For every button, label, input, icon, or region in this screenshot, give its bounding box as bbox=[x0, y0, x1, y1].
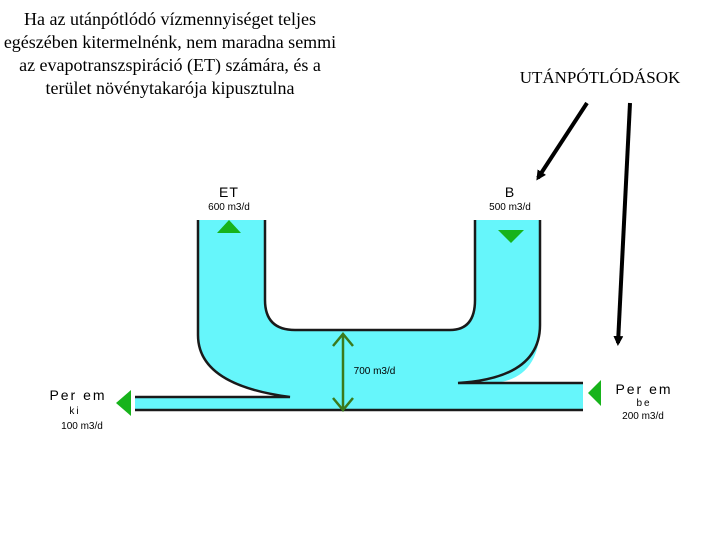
center-flow-value: 700 m3/d bbox=[347, 366, 402, 377]
et-value: 600 m3/d bbox=[194, 202, 264, 213]
perem-be-value: 200 m3/d bbox=[608, 411, 678, 422]
perem-be-left-triangle bbox=[588, 380, 601, 406]
perem-ki-label: Per em bbox=[38, 387, 118, 403]
perem-ki-sub: ki bbox=[55, 406, 95, 417]
perem-ki-left-triangle bbox=[116, 390, 131, 416]
pointer-arrow-perem-be bbox=[618, 103, 630, 343]
perem-be-sub: be bbox=[624, 398, 664, 409]
perem-be-label: Per em bbox=[604, 381, 684, 397]
b-value: 500 m3/d bbox=[475, 202, 545, 213]
b-label: B bbox=[480, 184, 540, 200]
water-channel bbox=[135, 220, 583, 410]
et-label: ET bbox=[199, 184, 259, 200]
perem-ki-value: 100 m3/d bbox=[47, 421, 117, 432]
pipe-outline-inner bbox=[265, 220, 475, 330]
pointer-arrow-b bbox=[538, 103, 587, 178]
